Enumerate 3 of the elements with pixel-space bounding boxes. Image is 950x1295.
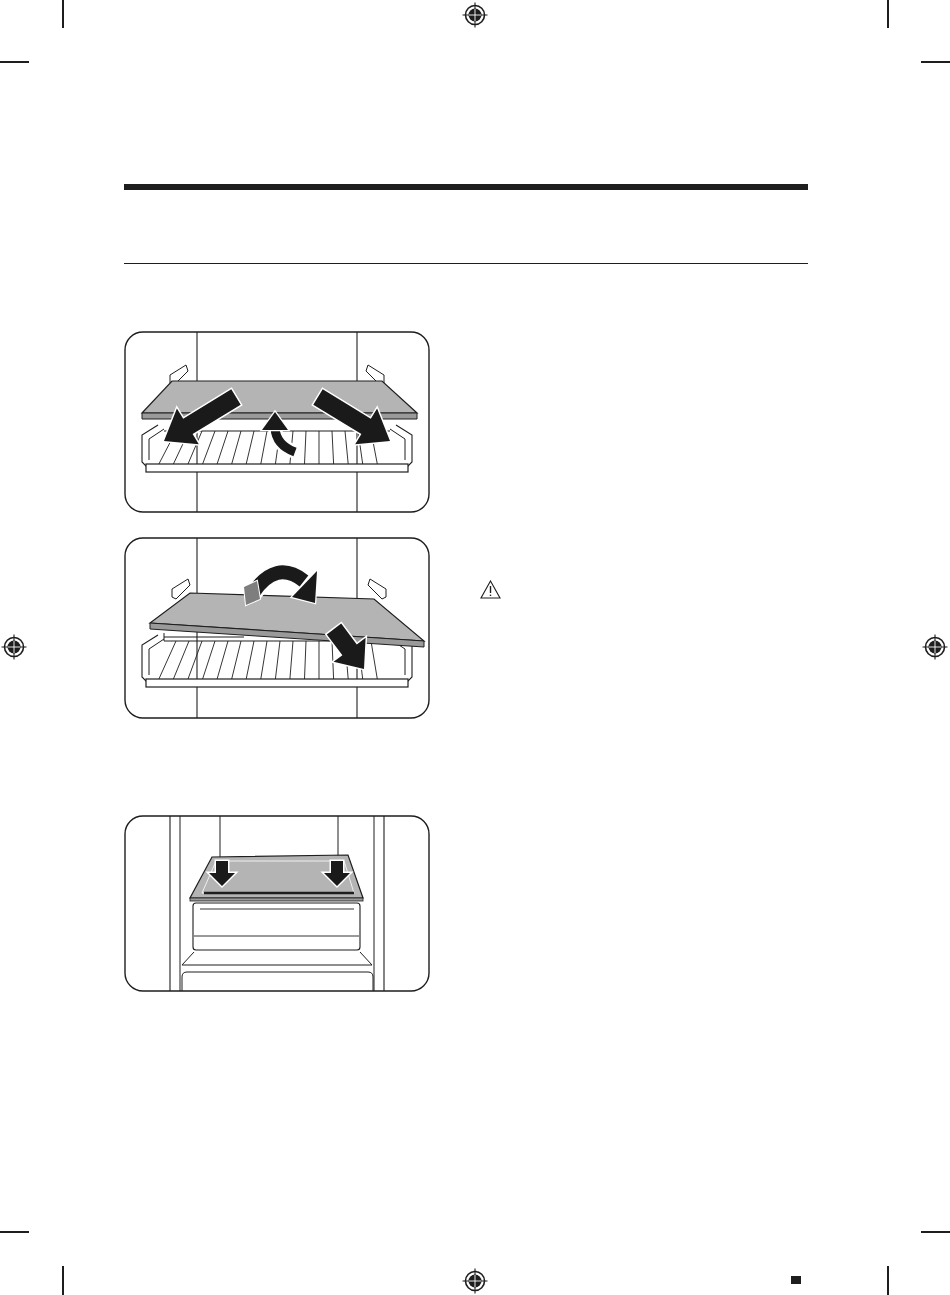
shelf-removal-illustration (124, 331, 430, 513)
drawer-cover-illustration (124, 815, 430, 992)
shelf-tilt-illustration (124, 537, 430, 719)
